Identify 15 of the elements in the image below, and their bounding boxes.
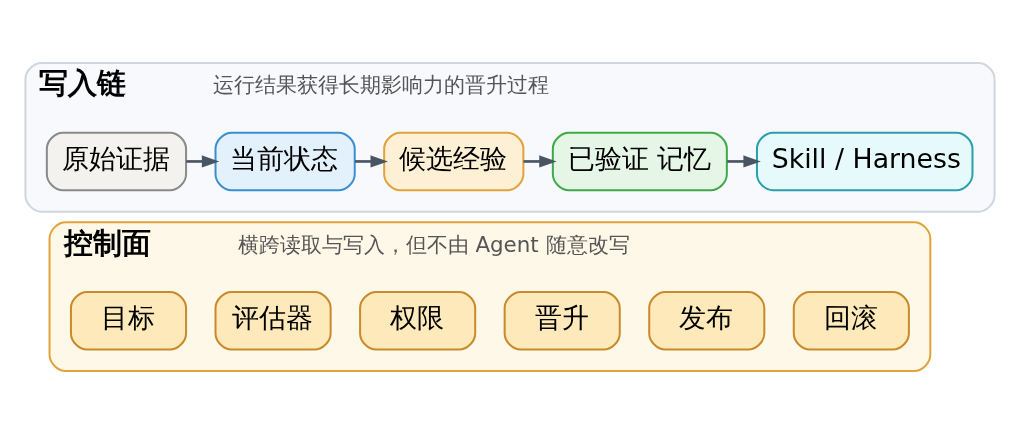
node-box: 当前状态 [214,131,356,192]
node-box: 候选经验 [383,131,525,192]
node-box: 评估器 [214,290,332,351]
arrow [186,155,220,168]
node-box: 回滚 [792,290,910,351]
node-box: 权限 [359,290,477,351]
node-box: Skill / Harness [755,131,974,192]
node-box: 已验证 记忆 [551,131,728,192]
node-box: 原始证据 [45,131,188,192]
node-box: 晋升 [503,290,621,351]
node-box: 目标 [69,290,188,351]
node-box: 发布 [648,290,766,351]
arrow [727,155,761,168]
arrow [523,155,557,168]
arrow [354,155,388,168]
